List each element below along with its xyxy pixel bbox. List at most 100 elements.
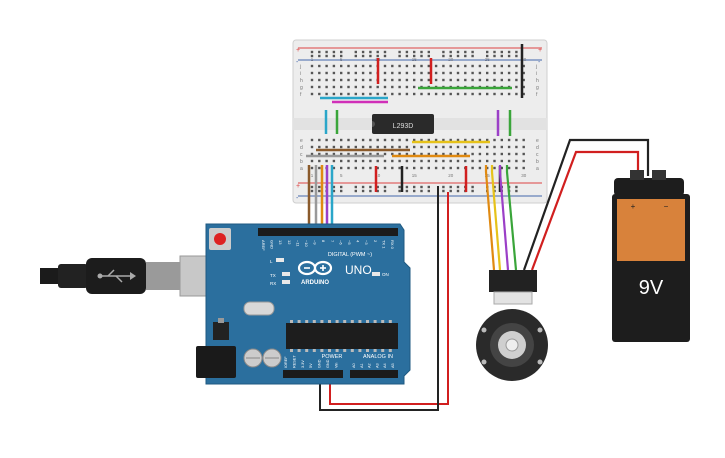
led-rx-label: RX [270,281,276,286]
row-letter: b [300,159,303,165]
led-on [372,272,380,276]
row-letter: h [536,78,539,84]
motor-driver-chip[interactable]: L293D [372,114,434,134]
column-number: 30 [521,57,527,62]
power-header[interactable] [283,370,343,378]
digital-pin-label: 8 [321,240,326,243]
digital-pin-label: 2 [373,240,378,243]
led-rx [282,280,290,284]
battery-voltage: 9V [639,277,664,299]
row-letter: e [536,138,539,144]
wire-orange-motor[interactable] [484,165,496,271]
power-pin-label: 5V [309,363,313,368]
rail-minus-bottom: - [296,195,299,202]
led-tx [282,272,290,276]
column-number: 5 [340,57,343,62]
battery-9v[interactable]: + − 9V [612,170,690,342]
analog-pin-label: A2 [368,363,372,368]
row-letter: i [536,71,537,77]
digital-pin-label: 13 [278,240,283,245]
model-label: UNO [345,263,372,277]
arduino-logo-icon [297,260,333,276]
crystal [243,301,275,316]
row-letter: g [300,85,303,91]
microcontroller-chip [286,323,398,349]
digital-pin-label: ~6 [338,240,343,245]
digital-label: DIGITAL (PWM ~) [328,252,372,258]
breadboard-jumpers[interactable] [306,44,524,192]
power-pin-label: IOREF [284,356,288,368]
row-letter: b [536,159,539,165]
arduino-wires[interactable] [307,165,449,411]
column-number: 30 [521,173,527,178]
column-number: 15 [412,57,418,62]
led-l [276,258,284,262]
wire-yellow-motor[interactable] [490,165,502,271]
wire-purple-motor[interactable] [498,165,510,271]
rail-minus-top-right: - [538,59,541,66]
column-number: 25 [485,57,491,62]
column-number: 15 [412,173,418,178]
power-pin-label: 3.3V [301,360,305,368]
digital-pin-label: ~9 [313,240,318,245]
analog-header[interactable] [350,370,398,378]
row-letter: i [300,71,301,77]
row-letter: h [300,78,303,84]
column-number: 1 [311,173,314,178]
analog-label: ANALOG IN [363,354,393,360]
row-letter: a [300,166,303,172]
led-tx-label: TX [270,273,276,278]
led-l-label: L [270,259,273,264]
power-pin-label: RESET [292,355,296,368]
digital-pin-label: RX 0 [390,240,395,250]
row-letter: e [300,138,303,144]
usb-icon [97,269,136,283]
wire-red-5v[interactable] [329,192,449,405]
power-pin-label: GND [318,359,322,368]
motor-wires[interactable] [484,138,650,271]
brand-label: ARDUINO [301,280,329,286]
power-pin-label: Vin [334,363,338,368]
motor-connector[interactable] [489,270,537,292]
analog-pin-label: A3 [375,363,379,368]
column-number: 20 [448,57,454,62]
wire-red-battery[interactable] [530,150,640,271]
wire-black-gnd[interactable] [319,186,439,411]
column-number: 25 [485,173,491,178]
led-on-label: ON [382,272,389,277]
power-pin-label: GND [326,359,330,368]
analog-pin-label: A0 [352,363,356,368]
battery-terminals [614,178,684,196]
rail-plus-bottom: + [296,183,300,190]
digital-pin-label: TX 1 [381,240,386,249]
column-number: 10 [375,173,381,178]
row-letter: j [299,64,301,70]
wire-black-battery[interactable] [522,138,650,271]
dc-motor[interactable] [476,270,548,381]
rail-minus-top: - [296,59,299,66]
rail-plus-top-right: + [538,47,542,54]
column-number: 20 [448,173,454,178]
column-number: 5 [340,173,343,178]
wire-green-motor[interactable] [505,165,518,271]
battery-minus: − [664,202,669,211]
reset-button[interactable] [209,228,231,250]
row-letter: a [536,166,539,172]
digital-pin-label: 12 [287,240,292,245]
power-label: POWER [322,354,343,360]
power-pin-labels: IOREF RESET 3.3V 5V GND GND Vin [284,355,338,368]
voltage-regulator [213,322,229,340]
digital-header[interactable] [258,228,398,236]
digital-pin-label: ~11 [295,240,300,247]
digital-pin-label: GND [270,240,275,249]
row-letter: c [536,152,539,158]
power-jack[interactable] [196,346,236,378]
row-letter: c [300,152,303,158]
chip-label: L293D [393,123,414,130]
row-letter: j [535,64,537,70]
